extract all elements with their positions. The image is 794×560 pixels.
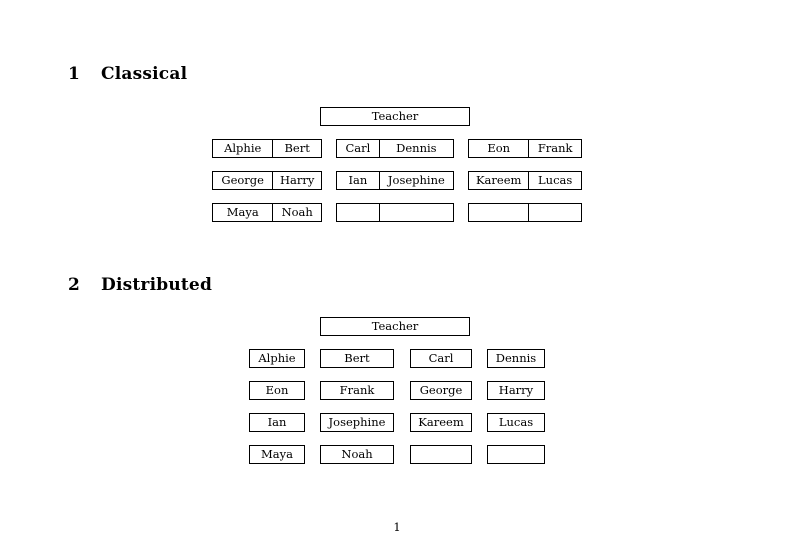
student-box: Maya [249,445,305,464]
page-number: 1 [393,520,401,534]
student-box: George [410,381,472,400]
student-box: Ian [249,413,305,432]
student-cell: Carl [345,141,371,155]
student-box: Bert [320,349,394,368]
student-cell: Ian [348,173,368,187]
teacher-box-classical: Teacher [320,107,470,126]
student-cell: Harry [272,172,321,189]
student-box: Carl [410,349,472,368]
student-cell: Frank [528,140,581,157]
section-heading-distributed: 2 Distributed [68,277,212,294]
student-box: Alphie [249,349,305,368]
classical-middle-row-1: Carl Dennis [336,139,454,158]
student-box: Dennis [487,349,545,368]
student-cell-empty [469,204,528,221]
classical-left-row-1: Alphie Bert [212,139,322,158]
student-cell-empty [337,204,379,221]
student-box-empty [487,445,545,464]
section-title-1: Classical [101,64,188,84]
student-box: Noah [320,445,394,464]
student-cell-empty [528,204,581,221]
student-cell: Alphie [224,141,262,155]
section-number-1: 1 [68,64,81,84]
classical-middle-row-3-empty [336,203,454,222]
section-number-2: 2 [68,275,81,295]
teacher-box-distributed: Teacher [320,317,470,336]
student-box-empty [410,445,472,464]
section-title-2: Distributed [101,275,213,295]
student-box: Kareem [410,413,472,432]
student-cell: Noah [272,204,321,221]
student-cell: Maya [226,205,259,219]
section-heading-classical: 1 Classical [68,66,187,83]
student-cell: Lucas [528,172,581,189]
student-cell: Bert [272,140,321,157]
student-cell: Dennis [378,140,453,157]
classical-middle-row-2: Ian Josephine [336,171,454,190]
classical-right-row-3-empty [468,203,582,222]
student-box: Lucas [487,413,545,432]
student-cell: Kareem [475,173,522,187]
student-cell: George [221,173,264,187]
student-box: Eon [249,381,305,400]
classical-right-row-1: Eon Frank [468,139,582,158]
student-cell-empty [378,204,453,221]
student-cell: Eon [487,141,511,155]
classical-left-row-3: Maya Noah [212,203,322,222]
student-cell: Josephine [378,172,453,189]
student-box: Frank [320,381,394,400]
classical-right-row-2: Kareem Lucas [468,171,582,190]
student-box: Harry [487,381,545,400]
classical-left-row-2: George Harry [212,171,322,190]
student-box: Josephine [320,413,394,432]
